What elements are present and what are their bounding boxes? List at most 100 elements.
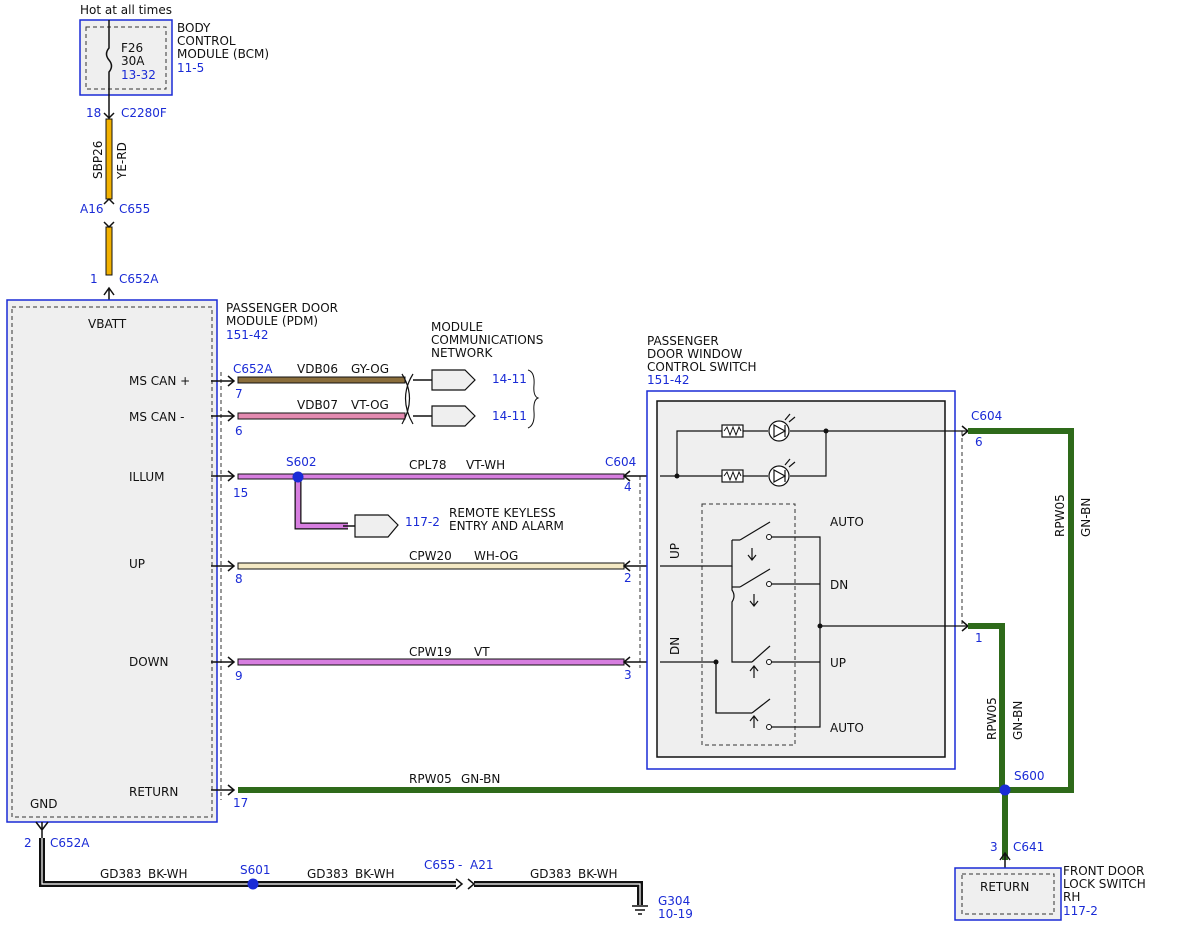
pdm-up: UP	[129, 557, 145, 571]
bcm-box[interactable]	[79, 19, 173, 96]
pin-1: 1	[90, 272, 98, 286]
pin-3-down: 3	[624, 668, 632, 682]
ground-g304[interactable]: G304	[658, 894, 690, 908]
network-label-2: COMMUNICATIONS	[431, 333, 543, 347]
resistor-icon	[721, 424, 744, 483]
ground-g304-ref[interactable]: 10-19	[658, 907, 693, 921]
wire-color-gn-bn: GN-BN	[461, 772, 500, 786]
pin-a21: A21	[470, 858, 493, 872]
wire-label-cpw20: CPW20	[409, 549, 452, 563]
pdm-box-inner-dashed	[11, 306, 213, 818]
connector-c604-switch[interactable]: C604	[971, 409, 1002, 423]
splice-s600[interactable]: S600	[1014, 769, 1045, 783]
switch-pin-6: 6	[975, 435, 983, 449]
wire-color-ye-rd: YE-RD	[115, 142, 129, 180]
wire-label-rpw05-v1: RPW05	[1053, 494, 1067, 537]
wire-color-gy-og: GY-OG	[351, 362, 389, 376]
connector-dash: -	[458, 858, 462, 872]
fuse-ref[interactable]: 13-32	[121, 68, 156, 82]
connector-c652a-top[interactable]: C652A	[119, 272, 159, 286]
splice-s601[interactable]: S601	[240, 863, 271, 877]
wire-cpl78-branch[interactable]	[294, 478, 348, 530]
connector-c655-gnd[interactable]: C655	[424, 858, 455, 872]
pin-9: 9	[235, 669, 243, 683]
wire-rpw05[interactable]	[238, 428, 1074, 860]
brace-icon	[527, 369, 540, 429]
pdm-return: RETURN	[129, 785, 178, 799]
network-ref-2[interactable]: 14-11	[492, 409, 527, 423]
wire-sbp26[interactable]	[105, 118, 113, 276]
pin-8: 8	[235, 572, 243, 586]
lock-switch-label-3: RH	[1063, 890, 1080, 904]
rke-label-1: REMOTE KEYLESS	[449, 506, 556, 520]
pdm-pin-2: 2	[24, 836, 32, 850]
wire-label-gd383-b: GD383	[307, 867, 348, 881]
switch-contacts-dashed	[701, 503, 796, 746]
wire-label-gd383-c: GD383	[530, 867, 571, 881]
pdm-ref[interactable]: 151-42	[226, 328, 269, 342]
connector-c604-illum[interactable]: C604	[605, 455, 636, 469]
wire-vdb07[interactable]	[237, 412, 406, 420]
arrow-down-icon	[103, 112, 115, 120]
connector-c655[interactable]: C655	[119, 202, 150, 216]
pin-a16: A16	[80, 202, 103, 216]
splice-s601-dot[interactable]	[247, 878, 259, 890]
wire-gd383[interactable]	[39, 838, 643, 905]
network-label-1: MODULE	[431, 320, 483, 334]
pdm-title-1: PASSENGER DOOR	[226, 301, 338, 315]
pdm-box[interactable]	[6, 299, 218, 823]
switch-pin-1: 1	[975, 631, 983, 645]
fuse-box-dashed	[85, 26, 167, 90]
connector-c641[interactable]: C641	[1013, 840, 1044, 854]
pin-15: 15	[233, 486, 248, 500]
rke-ref[interactable]: 117-2	[405, 515, 440, 529]
rke-label-2: ENTRY AND ALARM	[449, 519, 564, 533]
switch-up: UP	[830, 656, 846, 670]
lock-switch-return: RETURN	[980, 880, 1029, 894]
wire-label-gd383-a: GD383	[100, 867, 141, 881]
lock-switch-label-2: LOCK SWITCH	[1063, 877, 1146, 891]
lock-switch-box[interactable]	[954, 867, 1062, 921]
wire-color-bk-wh-c: BK-WH	[578, 867, 618, 881]
connector-c655-icon	[103, 197, 115, 229]
splice-s602-dot[interactable]	[292, 471, 304, 483]
wire-label-rpw05: RPW05	[409, 772, 452, 786]
network-connector-2-icon[interactable]	[431, 405, 476, 427]
switch-inner	[656, 400, 946, 758]
switch-auto-top: AUTO	[830, 515, 864, 529]
switch-ref[interactable]: 151-42	[647, 373, 690, 387]
wire-color-wh-og: WH-OG	[474, 549, 518, 563]
wire-label-vdb06: VDB06	[297, 362, 338, 376]
pdm-vbatt: VBATT	[88, 317, 127, 331]
wire-label-cpl78: CPL78	[409, 458, 447, 472]
bcm-label-1: BODY	[177, 21, 211, 35]
splice-s600-dot[interactable]	[999, 784, 1011, 796]
pdm-mscan-minus: MS CAN -	[129, 410, 185, 424]
network-connector-1-icon[interactable]	[431, 369, 476, 391]
wire-label-sbp26: SBP26	[91, 141, 105, 179]
bcm-ref[interactable]: 11-5	[177, 61, 204, 75]
wire-cpw20[interactable]	[237, 562, 625, 570]
network-ref-1[interactable]: 14-11	[492, 372, 527, 386]
pin-3-c641: 3	[990, 840, 998, 854]
connector-c652a-gnd[interactable]: C652A	[50, 836, 90, 850]
arrow-up-icon	[103, 286, 115, 300]
fuse-icon	[105, 20, 113, 95]
wire-cpw19[interactable]	[237, 658, 625, 666]
bcm-label-2: CONTROL	[177, 34, 236, 48]
bcm-label-3: MODULE (BCM)	[177, 47, 269, 61]
rke-connector-icon[interactable]	[354, 514, 399, 538]
pdm-down: DOWN	[129, 655, 169, 669]
pin-18: 18	[86, 106, 101, 120]
hot-label: Hot at all times	[80, 3, 172, 17]
wire-color-vt-og: VT-OG	[351, 398, 389, 412]
wire-color-gn-bn-v2: GN-BN	[1011, 701, 1025, 740]
lamp-icon	[768, 413, 796, 487]
pdm-mscan-plus: MS CAN +	[129, 374, 190, 388]
wire-vdb06[interactable]	[237, 376, 406, 384]
connector-c652a-can[interactable]: C652A	[233, 362, 273, 376]
lock-switch-ref[interactable]: 117-2	[1063, 904, 1098, 918]
connector-c2280f[interactable]: C2280F	[121, 106, 167, 120]
splice-s602[interactable]: S602	[286, 455, 317, 469]
